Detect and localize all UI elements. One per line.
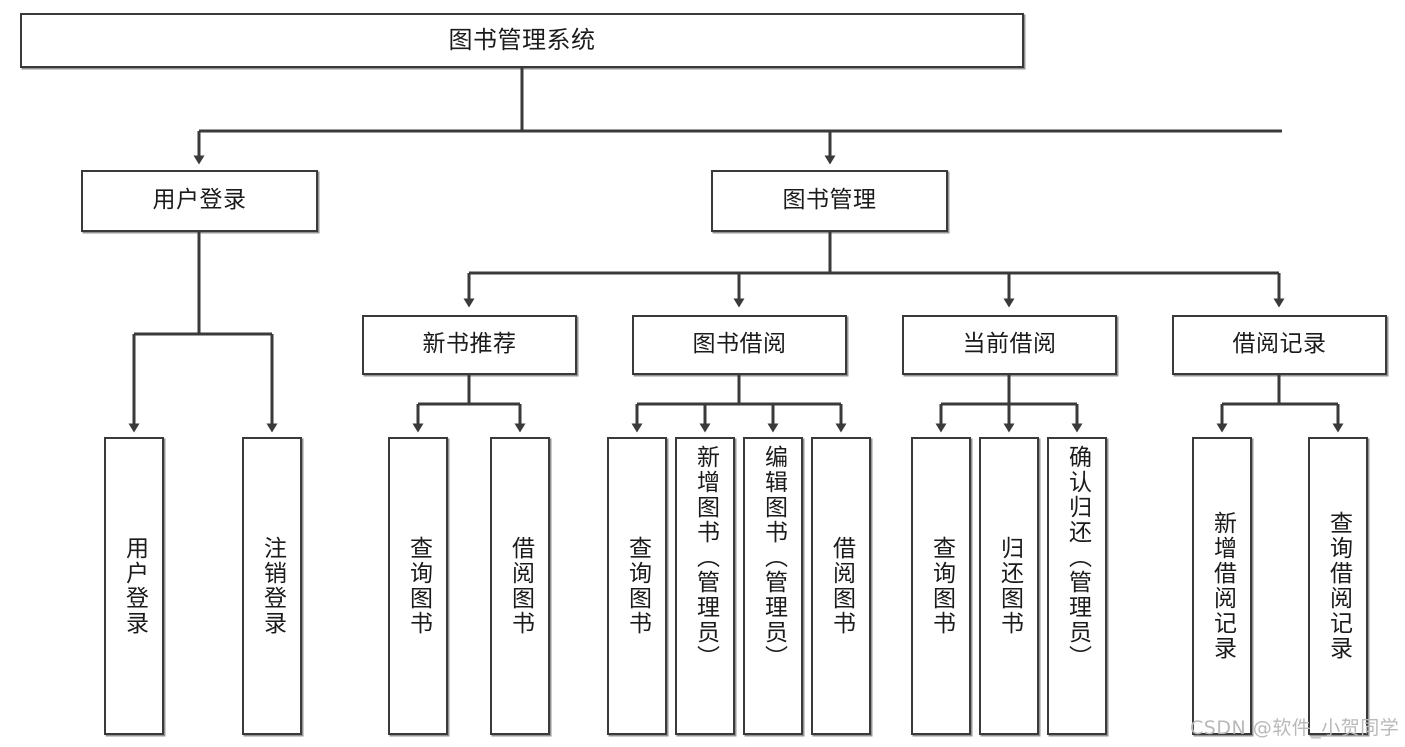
node-book-borrow[interactable]: 图书借阅 bbox=[632, 315, 847, 375]
node-borrow-record[interactable]: 借阅记录 bbox=[1172, 315, 1387, 375]
node-user-login-label: 用户登录 bbox=[152, 187, 247, 214]
node-leaf-borrow-book-1-label: 借阅图书 bbox=[507, 536, 534, 636]
node-leaf-query-book-2[interactable]: 查询图书 bbox=[607, 437, 667, 735]
node-book-management[interactable]: 图书管理 bbox=[711, 170, 948, 232]
node-leaf-query-record-label: 查询借阅记录 bbox=[1325, 511, 1352, 661]
node-leaf-user-login-label: 用户登录 bbox=[121, 536, 148, 636]
node-leaf-query-book-3[interactable]: 查询图书 bbox=[911, 437, 971, 735]
node-leaf-query-record[interactable]: 查询借阅记录 bbox=[1308, 437, 1368, 735]
node-leaf-add-record-label: 新增借阅记录 bbox=[1209, 511, 1236, 661]
node-user-login[interactable]: 用户登录 bbox=[81, 170, 318, 232]
node-leaf-logout[interactable]: 注销登录 bbox=[242, 437, 302, 735]
node-leaf-borrow-book-2[interactable]: 借阅图书 bbox=[811, 437, 871, 735]
node-leaf-query-book-1-label: 查询图书 bbox=[405, 536, 432, 636]
node-leaf-return-book-label: 归还图书 bbox=[996, 536, 1023, 636]
node-leaf-confirm-return[interactable]: 确认归还（管理员） bbox=[1047, 437, 1107, 735]
node-borrow-record-label: 借阅记录 bbox=[1232, 331, 1327, 358]
csdn-watermark: CSDN @软件_小贺同学 bbox=[1190, 717, 1400, 739]
node-current-borrow[interactable]: 当前借阅 bbox=[902, 315, 1117, 375]
node-leaf-query-book-3-label: 查询图书 bbox=[928, 536, 955, 636]
node-book-management-label: 图书管理 bbox=[782, 187, 877, 214]
node-leaf-add-book[interactable]: 新增图书（管理员） bbox=[675, 437, 735, 735]
node-leaf-query-book-2-label: 查询图书 bbox=[624, 536, 651, 636]
node-leaf-add-record[interactable]: 新增借阅记录 bbox=[1192, 437, 1252, 735]
node-book-borrow-label: 图书借阅 bbox=[692, 331, 787, 358]
node-leaf-borrow-book-1[interactable]: 借阅图书 bbox=[490, 437, 550, 735]
node-leaf-user-login[interactable]: 用户登录 bbox=[104, 437, 164, 735]
node-leaf-confirm-return-label: 确认归还（管理员） bbox=[1064, 445, 1091, 670]
node-leaf-query-book-1[interactable]: 查询图书 bbox=[388, 437, 448, 735]
node-leaf-edit-book[interactable]: 编辑图书（管理员） bbox=[743, 437, 803, 735]
node-new-book-recommend-label: 新书推荐 bbox=[422, 331, 517, 358]
node-leaf-edit-book-label: 编辑图书（管理员） bbox=[760, 445, 787, 670]
node-leaf-add-book-label: 新增图书（管理员） bbox=[692, 445, 719, 670]
node-current-borrow-label: 当前借阅 bbox=[962, 331, 1057, 358]
node-leaf-logout-label: 注销登录 bbox=[259, 536, 286, 636]
node-new-book-recommend[interactable]: 新书推荐 bbox=[362, 315, 577, 375]
node-leaf-return-book[interactable]: 归还图书 bbox=[979, 437, 1039, 735]
node-root-label: 图书管理系统 bbox=[448, 26, 596, 55]
node-root-book-management-system[interactable]: 图书管理系统 bbox=[20, 13, 1024, 68]
node-leaf-borrow-book-2-label: 借阅图书 bbox=[828, 536, 855, 636]
